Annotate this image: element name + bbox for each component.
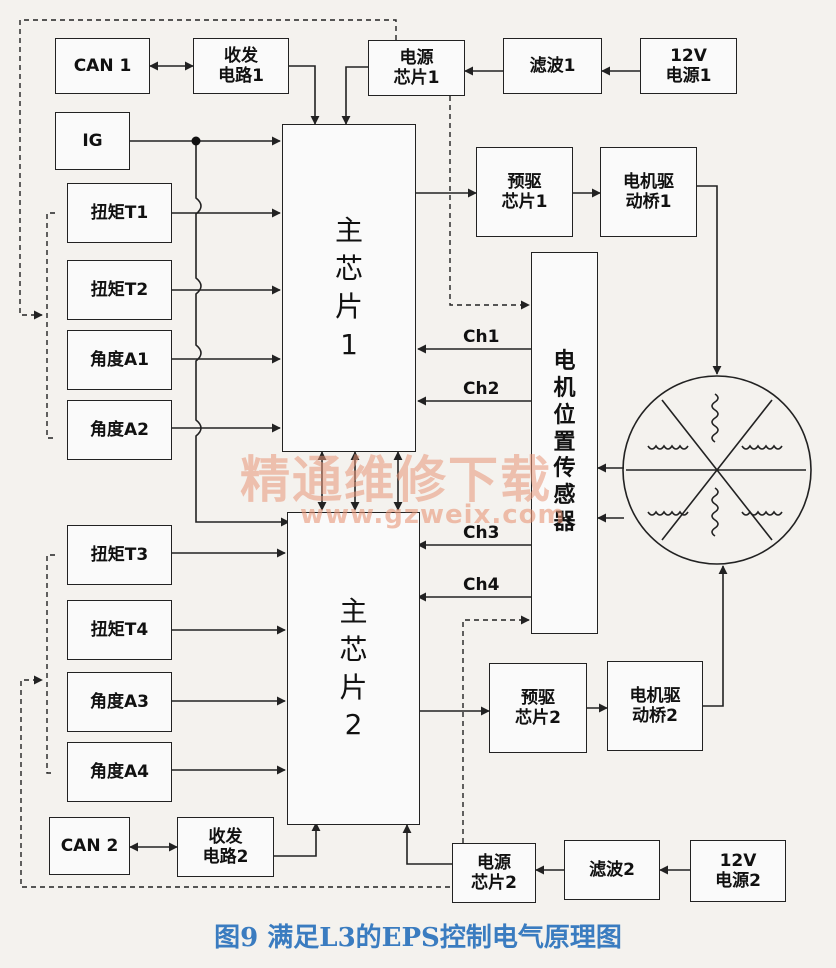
ig-junction-dot: [191, 136, 201, 146]
motor-position-sensor-box: 电 机 位 置 传 感 器: [531, 252, 598, 634]
power-chip2-box: 电源 芯片2: [452, 843, 536, 903]
predriver1-box: 预驱 芯片1: [476, 147, 573, 237]
channel-label-ch2: Ch2: [463, 379, 500, 399]
power-12v-1-box: 12V 电源1: [640, 38, 737, 94]
main-chip2-box: 主 芯 片 2: [287, 512, 420, 825]
filter1-box: 滤波1: [503, 38, 602, 94]
angle-a1-box: 角度A1: [67, 330, 172, 390]
motor-bridge1-box: 电机驱 动桥1: [600, 147, 697, 237]
figure-caption: 图9 满足L3的EPS控制电气原理图: [214, 923, 622, 953]
main-chip1-box: 主 芯 片 1: [282, 124, 416, 452]
ig-box: IG: [55, 112, 130, 170]
watermark-title: 精通维修下载: [240, 451, 552, 509]
predriver2-box: 预驱 芯片2: [489, 663, 587, 753]
angle-a3-box: 角度A3: [67, 672, 172, 732]
angle-a2-box: 角度A2: [67, 400, 172, 460]
can1-box: CAN 1: [55, 38, 150, 94]
watermark-url: www.gzweix.com: [300, 500, 566, 530]
power-12v-2-box: 12V 电源2: [690, 840, 786, 902]
transceiver2-box: 收发 电路2: [177, 817, 274, 877]
angle-a4-box: 角度A4: [67, 742, 172, 802]
motor-bridge2-box: 电机驱 动桥2: [607, 661, 703, 751]
power-chip1-box: 电源 芯片1: [368, 40, 465, 96]
torque-t1-box: 扭矩T1: [67, 183, 172, 243]
torque-t3-box: 扭矩T3: [67, 525, 172, 585]
torque-t4-box: 扭矩T4: [67, 600, 172, 660]
transceiver1-box: 收发 电路1: [193, 38, 289, 94]
can2-box: CAN 2: [49, 817, 130, 875]
channel-label-ch4: Ch4: [463, 575, 500, 595]
torque-t2-box: 扭矩T2: [67, 260, 172, 320]
filter2-box: 滤波2: [564, 840, 660, 900]
channel-label-ch1: Ch1: [463, 327, 500, 347]
channel-label-ch3: Ch3: [463, 523, 500, 543]
